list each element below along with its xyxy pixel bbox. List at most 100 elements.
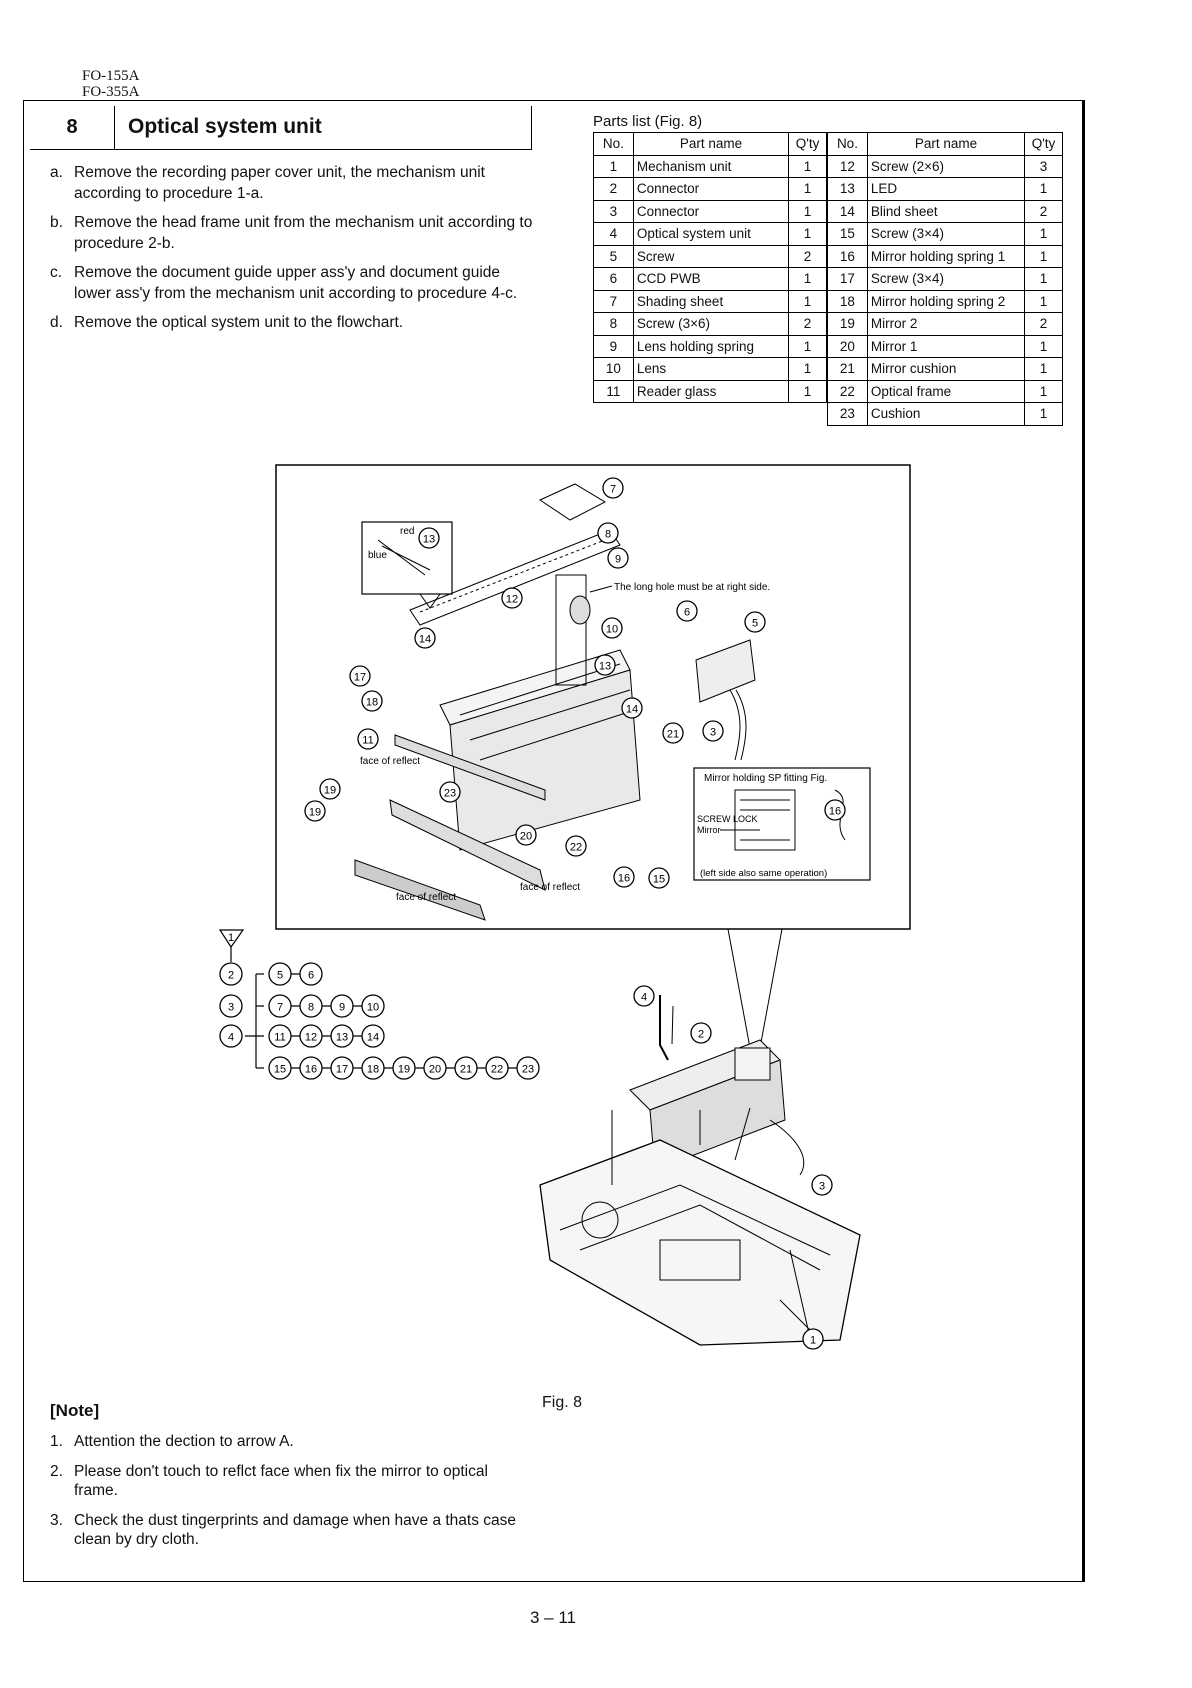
figure-callout: 5: [744, 611, 766, 633]
cell-name: Connector: [632, 177, 790, 201]
svg-text:14: 14: [367, 1032, 379, 1044]
procedure-steps: a.Remove the recording paper cover unit,…: [50, 162, 536, 341]
note-list: 1.Attention the dection to arrow A. 2.Pl…: [50, 1432, 530, 1560]
cell-name: Mirror cushion: [866, 357, 1026, 381]
figure-callout: 15: [648, 867, 670, 889]
svg-text:18: 18: [367, 1064, 379, 1076]
flow-node-part: 6: [299, 962, 323, 986]
svg-text:13: 13: [599, 661, 611, 673]
flow-node-part: 14: [361, 1024, 385, 1048]
col-header-no: No.: [827, 132, 868, 156]
cell-qty: 1: [1024, 379, 1063, 403]
note-item: 2.Please don't touch to reflct face when…: [50, 1463, 488, 1499]
figure-callout: 10: [601, 617, 623, 639]
figure-callout: 7: [602, 477, 624, 499]
section-number: 8: [30, 106, 115, 149]
flow-node-part: 8: [299, 994, 323, 1018]
step-a: a.Remove the recording paper cover unit,…: [50, 164, 485, 202]
figure-callout: 19: [304, 800, 326, 822]
svg-text:6: 6: [308, 970, 314, 982]
svg-text:9: 9: [615, 554, 621, 566]
cell-no: 13: [827, 177, 868, 201]
label-inset-title: Mirror holding SP fitting Fig.: [704, 773, 827, 784]
label-mirror: Mirror: [697, 825, 721, 835]
cell-qty: 1: [1024, 177, 1063, 201]
svg-text:16: 16: [618, 873, 630, 885]
figure-callout: 2: [690, 1022, 712, 1044]
flow-node-part: 18: [361, 1056, 385, 1080]
cell-no: 4: [593, 222, 634, 246]
svg-text:22: 22: [491, 1064, 503, 1076]
page-frame: [23, 100, 1085, 1582]
cell-qty: 2: [1024, 199, 1063, 223]
svg-text:3: 3: [228, 1002, 234, 1014]
svg-text:21: 21: [460, 1064, 472, 1076]
col-header-no: No.: [593, 132, 634, 156]
cell-name: Lens holding spring: [632, 334, 790, 358]
section-heading: 8 Optical system unit: [30, 106, 532, 150]
label-red: red: [400, 526, 414, 537]
svg-text:13: 13: [423, 534, 435, 546]
cell-qty: 1: [788, 379, 827, 403]
col-header-name: Part name: [632, 132, 790, 156]
cell-name: Screw (3×6): [632, 312, 790, 336]
svg-text:18: 18: [366, 697, 378, 709]
cell-name: Cushion: [866, 402, 1026, 426]
label-face-of-reflect-2: face of reflect: [520, 882, 580, 893]
figure-callout: 8: [597, 522, 619, 544]
svg-text:5: 5: [277, 970, 283, 982]
svg-text:2: 2: [228, 970, 234, 982]
cell-qty: 3: [1024, 154, 1063, 178]
svg-text:23: 23: [444, 788, 456, 800]
flow-node-part: 9: [330, 994, 354, 1018]
model-number-2: FO-355A: [82, 84, 140, 100]
label-screw-lock: SCREW LOCK: [697, 814, 758, 824]
step-c: c.Remove the document guide upper ass'y …: [50, 264, 518, 302]
svg-text:12: 12: [305, 1032, 317, 1044]
figure-callout: 23: [439, 781, 461, 803]
cell-qty: 1: [788, 199, 827, 223]
label-left-side: (left side also same operation): [700, 868, 827, 879]
figure-callout: 4: [633, 985, 655, 1007]
svg-text:17: 17: [336, 1064, 348, 1076]
label-face-of-reflect-1: face of reflect: [360, 756, 420, 767]
svg-text:6: 6: [684, 607, 690, 619]
figure-callout: 6: [676, 600, 698, 622]
col-header-qty: Q'ty: [788, 132, 827, 156]
cell-name: CCD PWB: [632, 267, 790, 291]
figure-callout: 13: [594, 654, 616, 676]
figure-callout: 22: [565, 835, 587, 857]
svg-text:12: 12: [506, 594, 518, 606]
cell-name: Shading sheet: [632, 289, 790, 313]
cell-qty: 1: [788, 177, 827, 201]
cell-qty: 1: [788, 222, 827, 246]
svg-text:7: 7: [277, 1002, 283, 1014]
flow-node-part: 11: [268, 1024, 292, 1048]
cell-name: Screw: [632, 244, 790, 268]
figure-callout: 14: [621, 697, 643, 719]
cell-name: LED: [866, 177, 1026, 201]
svg-text:8: 8: [605, 529, 611, 541]
svg-text:11: 11: [274, 1032, 285, 1044]
flow-node-step: 2: [219, 962, 243, 986]
page-number: 3 – 11: [530, 1608, 577, 1627]
cell-name: Optical system unit: [632, 222, 790, 246]
flow-node-step: 4: [219, 1024, 243, 1048]
cell-name: Reader glass: [632, 379, 790, 403]
figure-callout: 3: [811, 1174, 833, 1196]
svg-text:22: 22: [570, 842, 582, 854]
svg-text:4: 4: [641, 992, 647, 1004]
